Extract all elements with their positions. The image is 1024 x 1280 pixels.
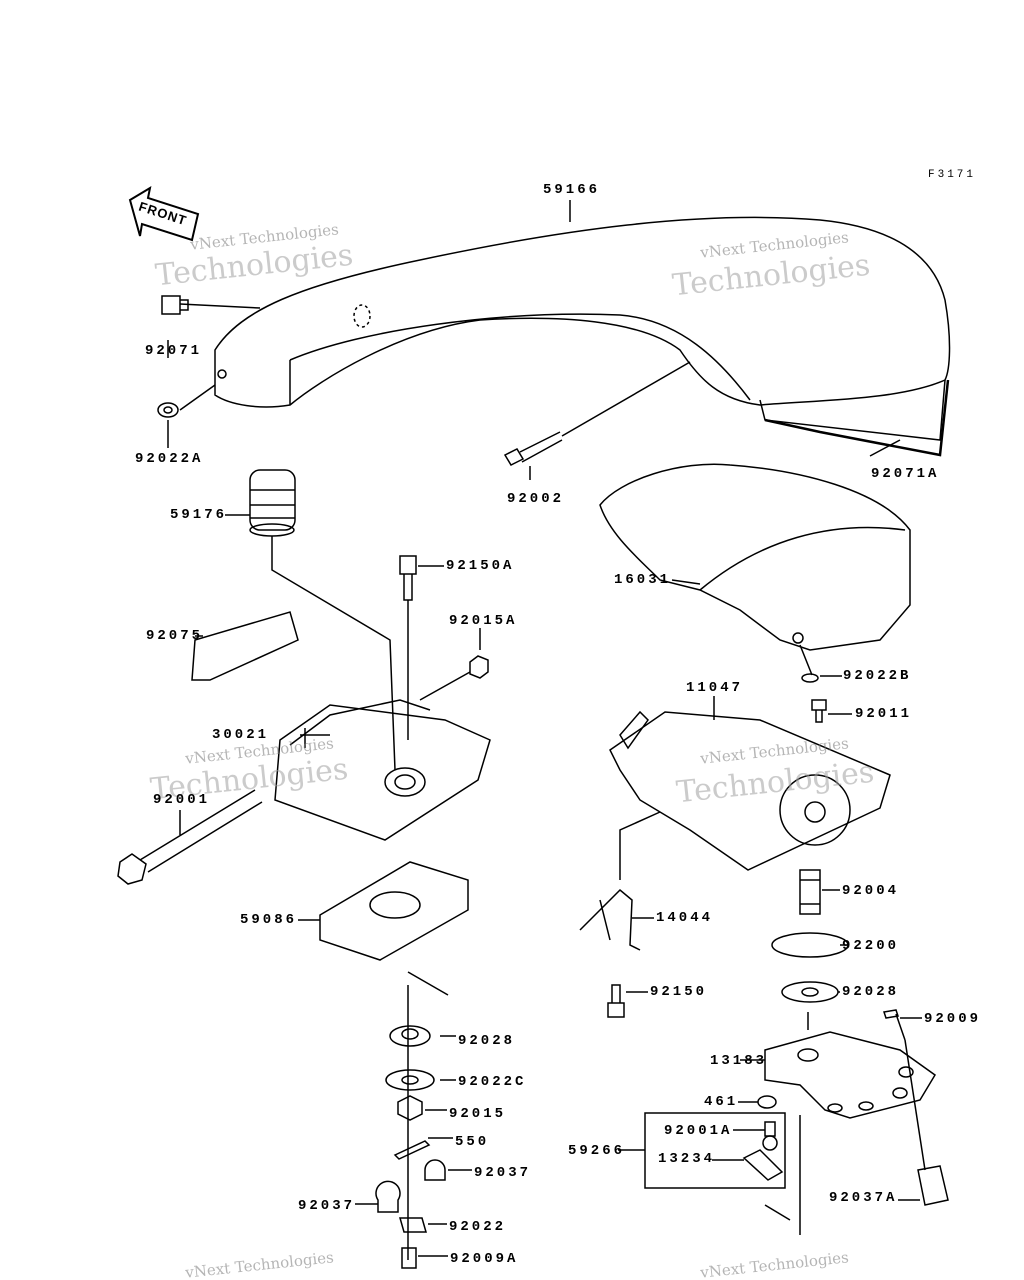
part-label: 30021 (212, 727, 270, 743)
part-label: 92015 (449, 1106, 507, 1122)
part-label: 461 (704, 1094, 739, 1110)
part-label: 92037 (474, 1165, 532, 1181)
part-label: 59086 (240, 912, 298, 928)
part-label: 92022A (135, 451, 204, 467)
bracket-13183 (764, 1031, 936, 1119)
part-label: 13234 (658, 1151, 716, 1167)
part-label: 59266 (568, 1143, 626, 1159)
part-label: 550 (455, 1134, 490, 1150)
part-label: 92011 (855, 706, 913, 722)
part-label: 16031 (614, 572, 672, 588)
plate-11047 (609, 710, 891, 871)
part-label: 92037A (829, 1190, 898, 1206)
part-label: 92028 (842, 984, 900, 1000)
part-label: 92004 (842, 883, 900, 899)
part-label: 92150 (650, 984, 708, 1000)
part-label: 92001 (153, 792, 211, 808)
part-label: 92022B (843, 668, 912, 684)
figure-code: F3171 (928, 169, 977, 181)
part-label: 59166 (543, 182, 601, 198)
part-label: 92022C (458, 1074, 527, 1090)
part-label: 11047 (686, 680, 744, 696)
part-label: 92009 (924, 1011, 982, 1027)
part-label: 92009A (450, 1251, 519, 1267)
part-label: 92075 (146, 628, 204, 644)
part-label: 92150A (446, 558, 515, 574)
bracket-30021 (274, 699, 491, 841)
part-label: 14044 (656, 910, 714, 926)
part-label: 92002 (507, 491, 565, 507)
part-label: 13183 (710, 1053, 768, 1069)
part-label: 92028 (458, 1033, 516, 1049)
front-arrow-icon (128, 185, 200, 242)
part-label: 92200 (842, 938, 900, 954)
seat-59166 (214, 200, 951, 457)
part-label: 92001A (664, 1123, 733, 1139)
cover-16031 (599, 463, 911, 651)
part-label: 92022 (449, 1219, 507, 1235)
part-label: 92037 (298, 1198, 356, 1214)
part-label: 92015A (449, 613, 518, 629)
bellows-59176 (249, 469, 296, 537)
part-label: 92071A (871, 466, 940, 482)
part-label: 92071 (145, 343, 203, 359)
grommet-92071 (161, 295, 189, 315)
part-label: 59176 (170, 507, 228, 523)
